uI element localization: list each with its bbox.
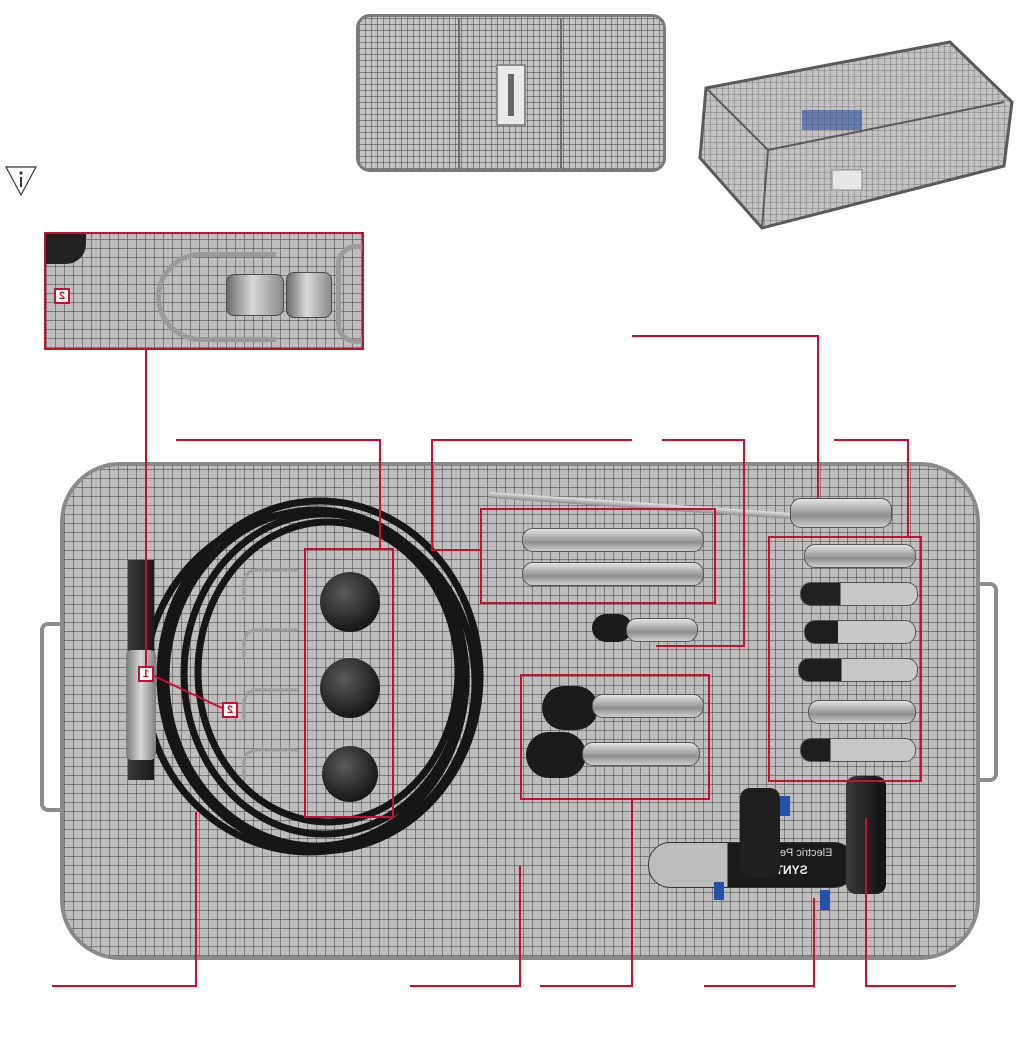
highlight-box-handpieces-right xyxy=(768,536,922,782)
blue-clip-3 xyxy=(820,890,830,910)
detail-inset-photo: 2 xyxy=(44,232,364,350)
attachment-caps-column xyxy=(308,550,392,814)
handpieces-top-center xyxy=(482,510,716,602)
blue-clip-1 xyxy=(714,882,724,900)
right-handle xyxy=(976,582,998,782)
highlight-box-center-lower xyxy=(520,674,710,800)
battery-grip xyxy=(740,788,780,878)
highlight-box-handpieces-top xyxy=(480,508,716,604)
angled-attachment-center xyxy=(592,610,702,650)
lid-label-plate xyxy=(496,64,526,126)
blue-clip-2 xyxy=(780,796,790,816)
wire-hooks xyxy=(238,560,308,780)
tray-lid-top-view xyxy=(356,14,666,172)
attachments-center-lower xyxy=(522,676,708,798)
angled-handpiece-top xyxy=(790,498,892,528)
closed-tray-perspective-view xyxy=(692,40,1020,230)
highlight-box-caps xyxy=(304,548,394,818)
caution-info-icon xyxy=(4,164,38,198)
left-handle xyxy=(40,622,64,812)
handpieces-right-group xyxy=(770,538,920,780)
